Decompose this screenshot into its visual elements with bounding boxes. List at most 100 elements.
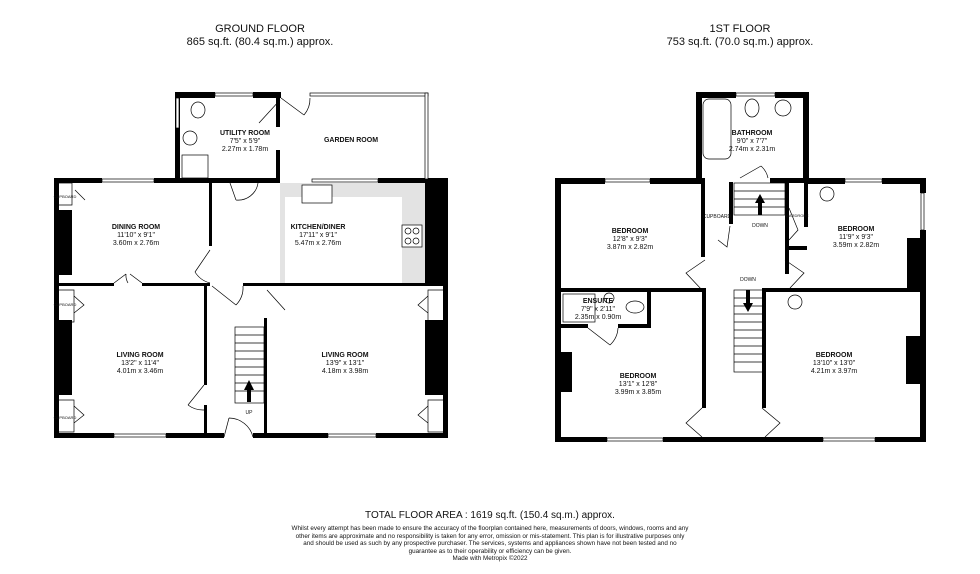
wall xyxy=(920,230,926,442)
chimney-breast xyxy=(59,320,72,395)
toilet-icon xyxy=(625,300,645,314)
wall xyxy=(253,92,281,98)
basin-icon xyxy=(774,99,792,117)
stairs-up-label: UP xyxy=(246,410,254,416)
room-dining: DINING ROOM 11'10" x 9'1" 3.60m x 2.76m xyxy=(112,224,160,247)
room-name: LIVING ROOM xyxy=(321,352,368,359)
kitchen-floor xyxy=(285,197,402,285)
room-name: UTILITY ROOM xyxy=(220,130,270,137)
wall xyxy=(253,433,328,438)
wall xyxy=(762,288,922,292)
chimney-breast xyxy=(425,320,443,395)
room-size-metric: 4.21m x 3.97m xyxy=(811,368,857,375)
arrow-up-icon xyxy=(755,194,765,215)
basin-icon xyxy=(603,292,615,304)
wall xyxy=(663,437,823,442)
room-name: BEDROOM xyxy=(816,352,853,359)
wall xyxy=(789,246,807,250)
ground-floor-plan: CUPBOARD CUPBOARD CUPBOARD UP xyxy=(54,92,448,438)
first-floor-title: 1ST FLOOR xyxy=(709,23,771,35)
wall xyxy=(875,437,926,442)
room-name: KITCHEN/DINER xyxy=(291,224,346,231)
room-name: BEDROOM xyxy=(612,228,649,235)
chimney-breast xyxy=(425,178,448,285)
chimney-breast xyxy=(906,336,920,384)
room-size-metric: 2.74m x 2.31m xyxy=(729,146,775,153)
room-bedroom-top-right: BEDROOM 11'9" x 9'3" 3.59m x 2.82m xyxy=(833,226,879,249)
room-size-metric: 3.59m x 2.82m xyxy=(833,242,879,249)
chimney-breast xyxy=(561,352,572,392)
wall xyxy=(882,178,926,184)
window xyxy=(844,178,883,183)
room-living-right: LIVING ROOM 13'9" x 13'1" 4.18m x 3.98m xyxy=(321,352,368,375)
wall xyxy=(376,433,448,438)
ground-floor-area: 865 sq.ft. (80.4 sq.m.) approx. xyxy=(186,36,334,48)
window xyxy=(113,433,167,438)
ground-floor-header: GROUND FLOOR 865 sq.ft. (80.4 sq.m.) app… xyxy=(140,23,380,49)
room-size-metric: 2.27m x 1.78m xyxy=(222,146,268,153)
arrow-up-icon xyxy=(244,380,254,402)
room-size-imperial: 13'10" x 13'0" xyxy=(813,360,856,367)
stairs-down-label: DOWN xyxy=(752,223,768,229)
room-size-imperial: 9'0" x 7'7" xyxy=(737,138,768,145)
cupboard-label: CUPBOARD xyxy=(703,214,732,220)
room-size-metric: 2.35m x 0.90m xyxy=(575,314,621,321)
wall xyxy=(561,324,588,328)
room-bathroom: BATHROOM 9'0" x 7'7" 2.74m x 2.31m xyxy=(729,130,775,153)
wardrobe-label: WARDROBE xyxy=(785,213,809,218)
fixtures xyxy=(181,101,423,248)
room-size-imperial: 12'8" x 9'3" xyxy=(613,236,648,243)
wall xyxy=(702,288,706,408)
room-utility: UTILITY ROOM 7'5" x 5'9" 2.27m x 1.78m xyxy=(220,130,270,153)
window xyxy=(822,437,876,442)
window xyxy=(606,437,664,442)
basin-icon xyxy=(787,294,803,310)
wall xyxy=(264,318,267,438)
window xyxy=(920,192,925,231)
wall xyxy=(729,182,733,224)
room-size-imperial: 13'1" x 12'8" xyxy=(619,381,658,388)
wall xyxy=(204,405,207,437)
ground-floor-title: GROUND FLOOR xyxy=(215,23,305,35)
wall xyxy=(154,178,280,183)
wall xyxy=(204,285,207,385)
kitchen-sink-icon xyxy=(301,184,333,204)
room-size-metric: 5.47m x 2.76m xyxy=(295,240,341,247)
wall xyxy=(920,178,926,193)
garden-room-glazing xyxy=(424,92,429,180)
chimney-breast xyxy=(907,238,920,290)
wall xyxy=(804,182,808,227)
room-bedroom-bottom-right: BEDROOM 13'10" x 13'0" 4.21m x 3.97m xyxy=(811,352,857,375)
cupboard-label: CUPBOARD xyxy=(54,415,77,420)
wall xyxy=(696,92,702,180)
wall xyxy=(276,150,280,182)
wall xyxy=(785,182,789,274)
room-ensuite: ENSUITE 7'9" x 2'11" 2.35m x 0.90m xyxy=(575,298,621,321)
room-size-imperial: 17'11" x 9'1" xyxy=(299,232,337,239)
cupboard-label: CUPBOARD xyxy=(54,302,77,307)
wall xyxy=(54,178,102,183)
room-size-metric: 3.87m x 2.82m xyxy=(607,244,653,251)
room-size-metric: 3.60m x 2.76m xyxy=(113,240,159,247)
wall xyxy=(142,283,210,286)
room-size-metric: 4.01m x 3.46m xyxy=(117,368,163,375)
first-floor-area: 753 sq.ft. (70.0 sq.m.) approx. xyxy=(666,36,814,48)
wall xyxy=(378,178,448,183)
credit: Made with Metropix ©2022 xyxy=(452,555,528,563)
wall xyxy=(770,178,805,183)
room-size-imperial: 13'2" x 11'4" xyxy=(121,360,159,367)
wall xyxy=(775,92,809,98)
window xyxy=(604,178,651,183)
room-name: DINING ROOM xyxy=(112,224,160,231)
wall xyxy=(555,178,605,184)
doors xyxy=(59,97,443,438)
wall xyxy=(443,178,448,438)
first-floor-plan: CUPBOARD WARDROBE DOWN DOWN xyxy=(555,92,926,442)
room-size-metric: 4.18m x 3.98m xyxy=(322,368,368,375)
wall xyxy=(805,178,845,184)
chimney-breast xyxy=(59,210,72,275)
wall xyxy=(209,178,212,246)
wall xyxy=(555,437,607,442)
toilet-icon xyxy=(190,101,206,119)
